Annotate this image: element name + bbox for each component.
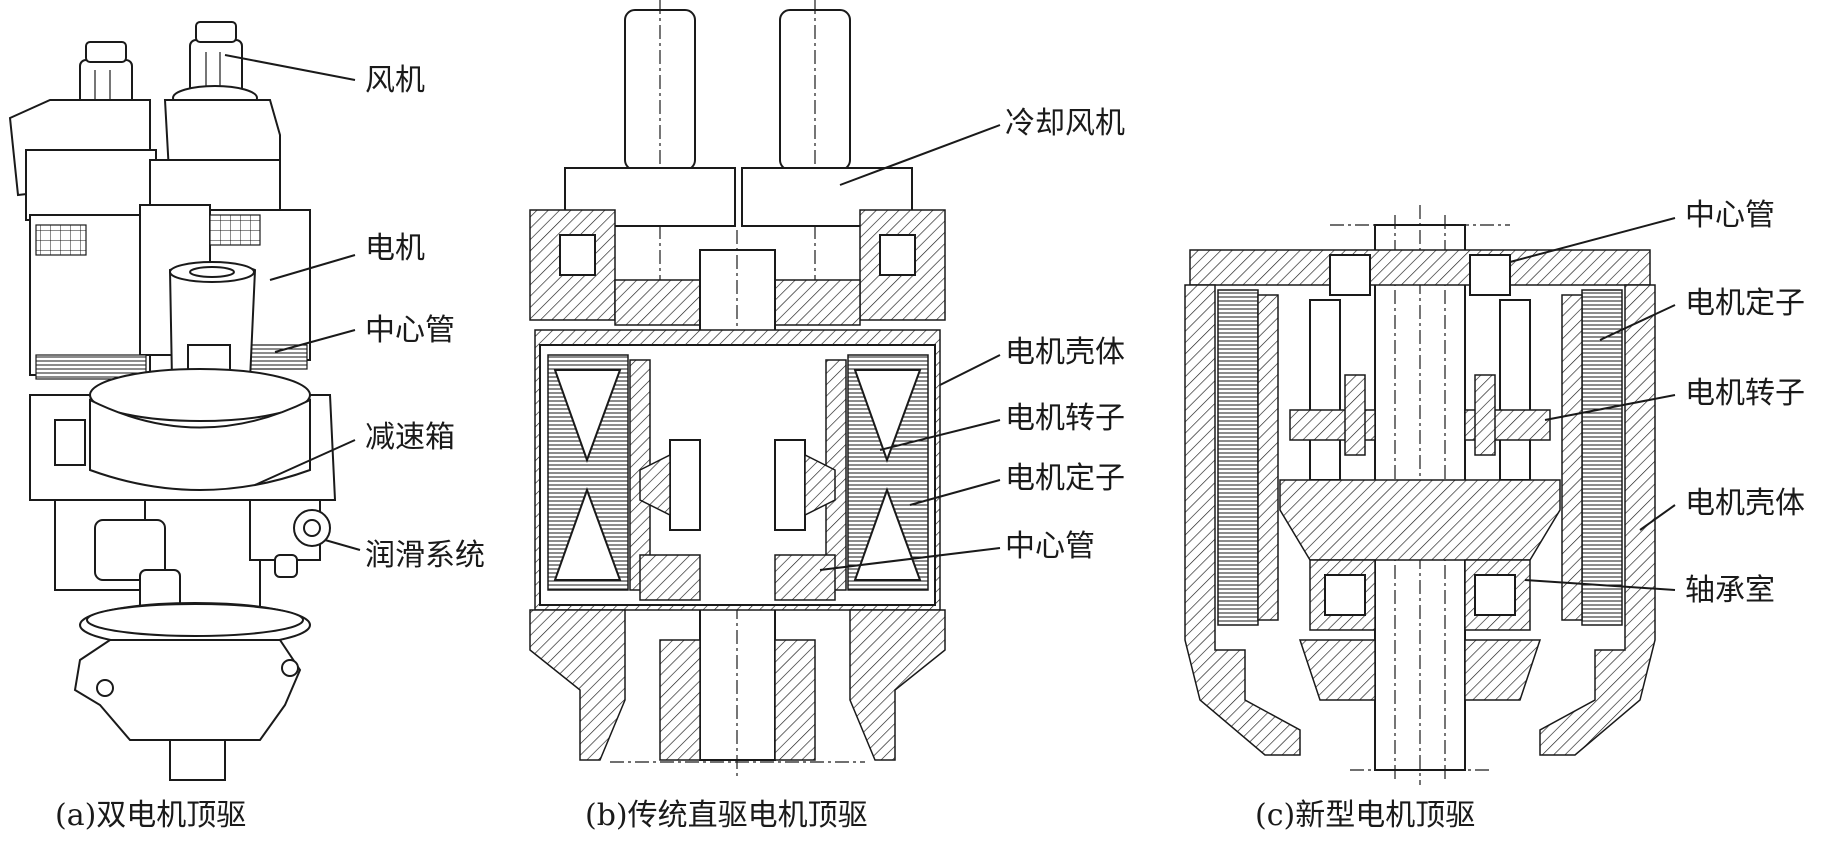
leader-motor-stator-b [909,479,1001,506]
label-cooling-fan: 冷却风机 [1005,106,1125,141]
label-gearbox: 减速箱 [365,420,455,455]
leader-cooling-fan [839,124,1001,186]
label-motor-rotor-b: 电机转子 [1005,401,1125,436]
panel-a-drawing [8,21,337,781]
leader-center-pipe-a [274,329,356,353]
label-motor-stator-b: 电机定子 [1005,461,1125,496]
leader-motor-rotor-b [879,419,1001,451]
fan-right-drawing [172,21,258,111]
label-center-pipe-a: 中心管 [365,313,455,348]
caption-b: (b)传统直驱电机顶驱 [585,798,868,833]
label-motor-housing-b: 电机壳体 [1005,335,1125,370]
label-center-pipe-b: 中心管 [1005,529,1095,564]
leader-fan [224,54,356,81]
panel-b-drawing [529,0,946,780]
leader-motor [269,254,356,281]
leader-motor-stator-c [1599,304,1676,341]
lubrication-unit-drawing [249,499,331,578]
label-motor-stator-c: 电机定子 [1685,286,1805,321]
label-lubrication: 润滑系统 [365,538,485,573]
label-fan: 风机 [365,63,425,98]
panel-c-drawing [1184,205,1656,785]
leader-gearbox [254,439,356,486]
label-motor: 电机 [365,231,425,266]
label-bearing-chamber: 轴承室 [1685,573,1775,608]
caption-a: (a)双电机顶驱 [55,798,246,833]
leader-lubrication [324,539,361,551]
label-center-pipe-c: 中心管 [1685,198,1775,233]
label-motor-rotor-c: 电机转子 [1685,376,1805,411]
leader-center-pipe-b [819,547,1001,571]
leader-motor-housing-b [939,354,1001,386]
leader-motor-rotor-c [1544,394,1676,421]
label-motor-housing-c: 电机壳体 [1685,486,1805,521]
leader-bearing-chamber [1524,579,1676,591]
caption-c: (c)新型电机顶驱 [1255,798,1475,833]
leader-center-pipe-c [1509,217,1676,263]
leader-motor-housing-c [1639,504,1676,531]
